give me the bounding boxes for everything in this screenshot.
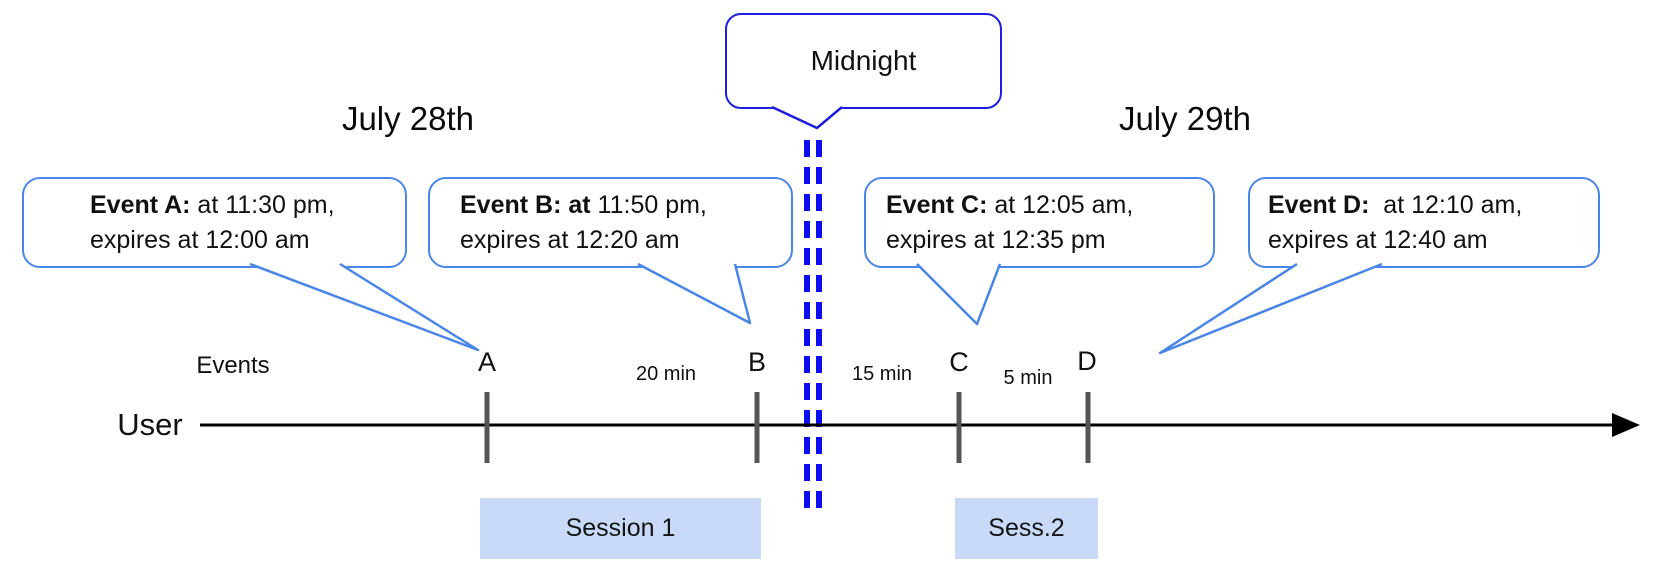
user-axis-label: User xyxy=(117,407,183,442)
date-label-july-29: July 29th xyxy=(1118,100,1252,137)
date-label-july-28: July 28th xyxy=(341,100,475,137)
event-d-line1: Event D: at 12:10 am, xyxy=(1268,190,1523,219)
session-2-box: Sess.2 xyxy=(955,498,1098,559)
tick-label-b: B xyxy=(747,347,767,377)
event-c-tail xyxy=(917,263,1000,324)
session-1-label: Session 1 xyxy=(565,514,676,542)
event-b-line2: expires at 12:20 am xyxy=(460,225,680,254)
event-a-line2: expires at 12:00 am xyxy=(90,225,310,254)
tick-label-a: A xyxy=(477,347,497,377)
event-d-tail xyxy=(1160,263,1382,353)
event-callout-a: Event A: at 11:30 pm, expires at 12:00 a… xyxy=(22,177,407,268)
event-a-tail-edge xyxy=(249,262,480,352)
tick-label-d: D xyxy=(1077,346,1097,376)
event-d-tail-edge xyxy=(1158,262,1383,355)
event-d-line2: expires at 12:40 am xyxy=(1268,225,1488,254)
event-b-tail xyxy=(638,263,750,323)
event-a-tail xyxy=(250,263,478,350)
midnight-callout-tail xyxy=(772,106,842,128)
tick-label-c: C xyxy=(949,347,969,377)
interval-label-5min: 5 min xyxy=(1003,367,1053,389)
event-c-tail-edge xyxy=(916,263,1002,326)
event-b-line1: Event B: at 11:50 pm, xyxy=(460,190,707,219)
session-1-box: Session 1 xyxy=(480,498,761,559)
midnight-label: Midnight xyxy=(810,45,917,76)
midnight-callout: Midnight xyxy=(725,13,1002,109)
event-callout-c: Event C: at 12:05 am, expires at 12:35 p… xyxy=(864,177,1215,268)
midnight-callout-tail-edge xyxy=(771,105,843,130)
event-callout-b: Event B: at 11:50 pm, expires at 12:20 a… xyxy=(428,177,793,268)
interval-label-15min: 15 min xyxy=(851,363,913,385)
timeline-arrowhead-icon xyxy=(1612,413,1640,437)
event-b-tail-edge xyxy=(637,262,752,325)
event-a-line1: Event A: at 11:30 pm, xyxy=(90,190,335,219)
event-c-line1: Event C: at 12:05 am, xyxy=(886,190,1134,219)
session-2-label: Sess.2 xyxy=(988,514,1065,542)
event-callout-d: Event D: at 12:10 am, expires at 12:40 a… xyxy=(1248,177,1600,268)
interval-label-20min: 20 min xyxy=(635,363,697,385)
events-row-label: Events xyxy=(196,352,270,379)
event-c-line2: expires at 12:35 pm xyxy=(886,225,1106,254)
